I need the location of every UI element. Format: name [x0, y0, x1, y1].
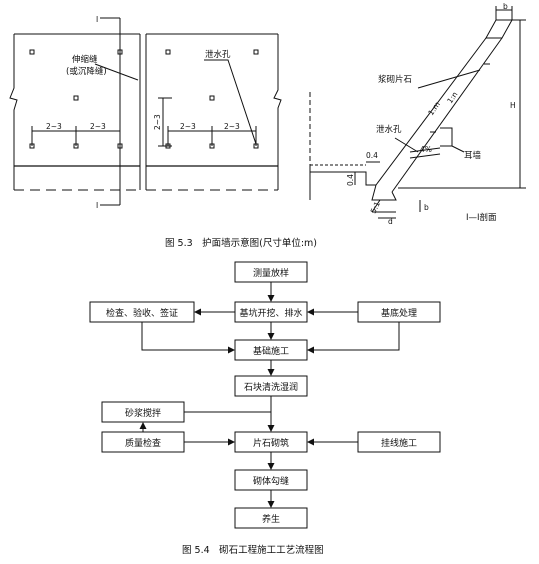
- flow-side-quality: 质量检查: [101, 431, 185, 453]
- flow-step-curing: 养生: [234, 507, 308, 529]
- svg-text:基础施工: 基础施工: [253, 345, 289, 357]
- joint-label-note: (或沉降缝): [66, 66, 107, 77]
- flow-step-masonry: 片石砌筑: [234, 431, 308, 453]
- section-drawing: [309, 6, 526, 219]
- wall-panel-left: [9, 17, 141, 206]
- flow-side-mortar: 砂浆搅拌: [101, 401, 185, 423]
- ear-wall-label: 耳墙: [464, 150, 482, 161]
- flow-side-base-treatment: 基底处理: [357, 301, 441, 323]
- flow-connectors: [139, 282, 400, 508]
- joint-label: 伸缩缝: [72, 54, 98, 65]
- flow-side-line-work: 挂线施工: [357, 431, 441, 453]
- section-weep-label: 泄水孔: [376, 124, 402, 135]
- dim-d: d: [388, 217, 393, 226]
- svg-text:挂线施工: 挂线施工: [381, 437, 417, 449]
- slope-1n: 1:n: [445, 90, 459, 105]
- flow-step-foundation: 基础施工: [234, 339, 308, 361]
- weep-hole-label: 泄水孔: [205, 49, 231, 60]
- svg-text:砂浆搅拌: 砂浆搅拌: [125, 407, 161, 419]
- fig53-caption: 图 5.3 护面墙示意图(尺寸单位:m): [165, 237, 317, 249]
- flow-step-survey: 测量放样: [234, 261, 308, 283]
- section-mark-bottom: I: [96, 201, 98, 210]
- dim-04-side: 0.4: [346, 174, 355, 186]
- svg-text:养生: 养生: [262, 513, 280, 525]
- slope-1m: 1:m: [426, 100, 442, 117]
- flow-step-excavation: 基坑开挖、排水: [234, 301, 308, 323]
- dim-b-bottom: b: [424, 203, 429, 212]
- wall-panel-middle: [145, 33, 282, 191]
- section-mark-top: I: [96, 15, 98, 24]
- svg-text:石块清洗湿润: 石块清洗湿润: [244, 381, 298, 393]
- svg-text:测量放样: 测量放样: [253, 267, 289, 279]
- svg-text:检查、验收、签证: 检查、验收、签证: [106, 307, 178, 319]
- fig54-caption: 图 5.4 砌石工程施工工艺流程图: [182, 544, 324, 556]
- section-title: I—I剖面: [466, 212, 497, 223]
- flow-step-pointing: 砌体勾缝: [234, 469, 308, 491]
- dim-mid-vertical: 2~3: [153, 114, 162, 130]
- stone-label: 浆砌片石: [378, 74, 412, 85]
- flow-step-wash-stones: 石块清洗湿润: [234, 375, 308, 397]
- dim-b-top: b: [503, 2, 508, 11]
- dim-mid-a: 2~3: [180, 122, 196, 131]
- dim-mid-b: 2~3: [224, 122, 240, 131]
- dim-04-top: 0.4: [366, 151, 378, 160]
- dim-left-a: 2~3: [46, 122, 62, 131]
- dim-H: H: [510, 101, 516, 110]
- svg-text:砌体勾缝: 砌体勾缝: [253, 475, 289, 487]
- slope-percent: 4%: [420, 145, 432, 154]
- svg-text:基坑开挖、排水: 基坑开挖、排水: [239, 307, 302, 319]
- flow-side-inspection: 检查、验收、签证: [89, 301, 195, 323]
- svg-text:基底处理: 基底处理: [381, 307, 417, 319]
- dim-left-b: 2~3: [90, 122, 106, 131]
- svg-text:质量检查: 质量检查: [125, 437, 161, 449]
- slope-51: 5:1: [369, 200, 382, 215]
- svg-text:片石砌筑: 片石砌筑: [253, 437, 289, 449]
